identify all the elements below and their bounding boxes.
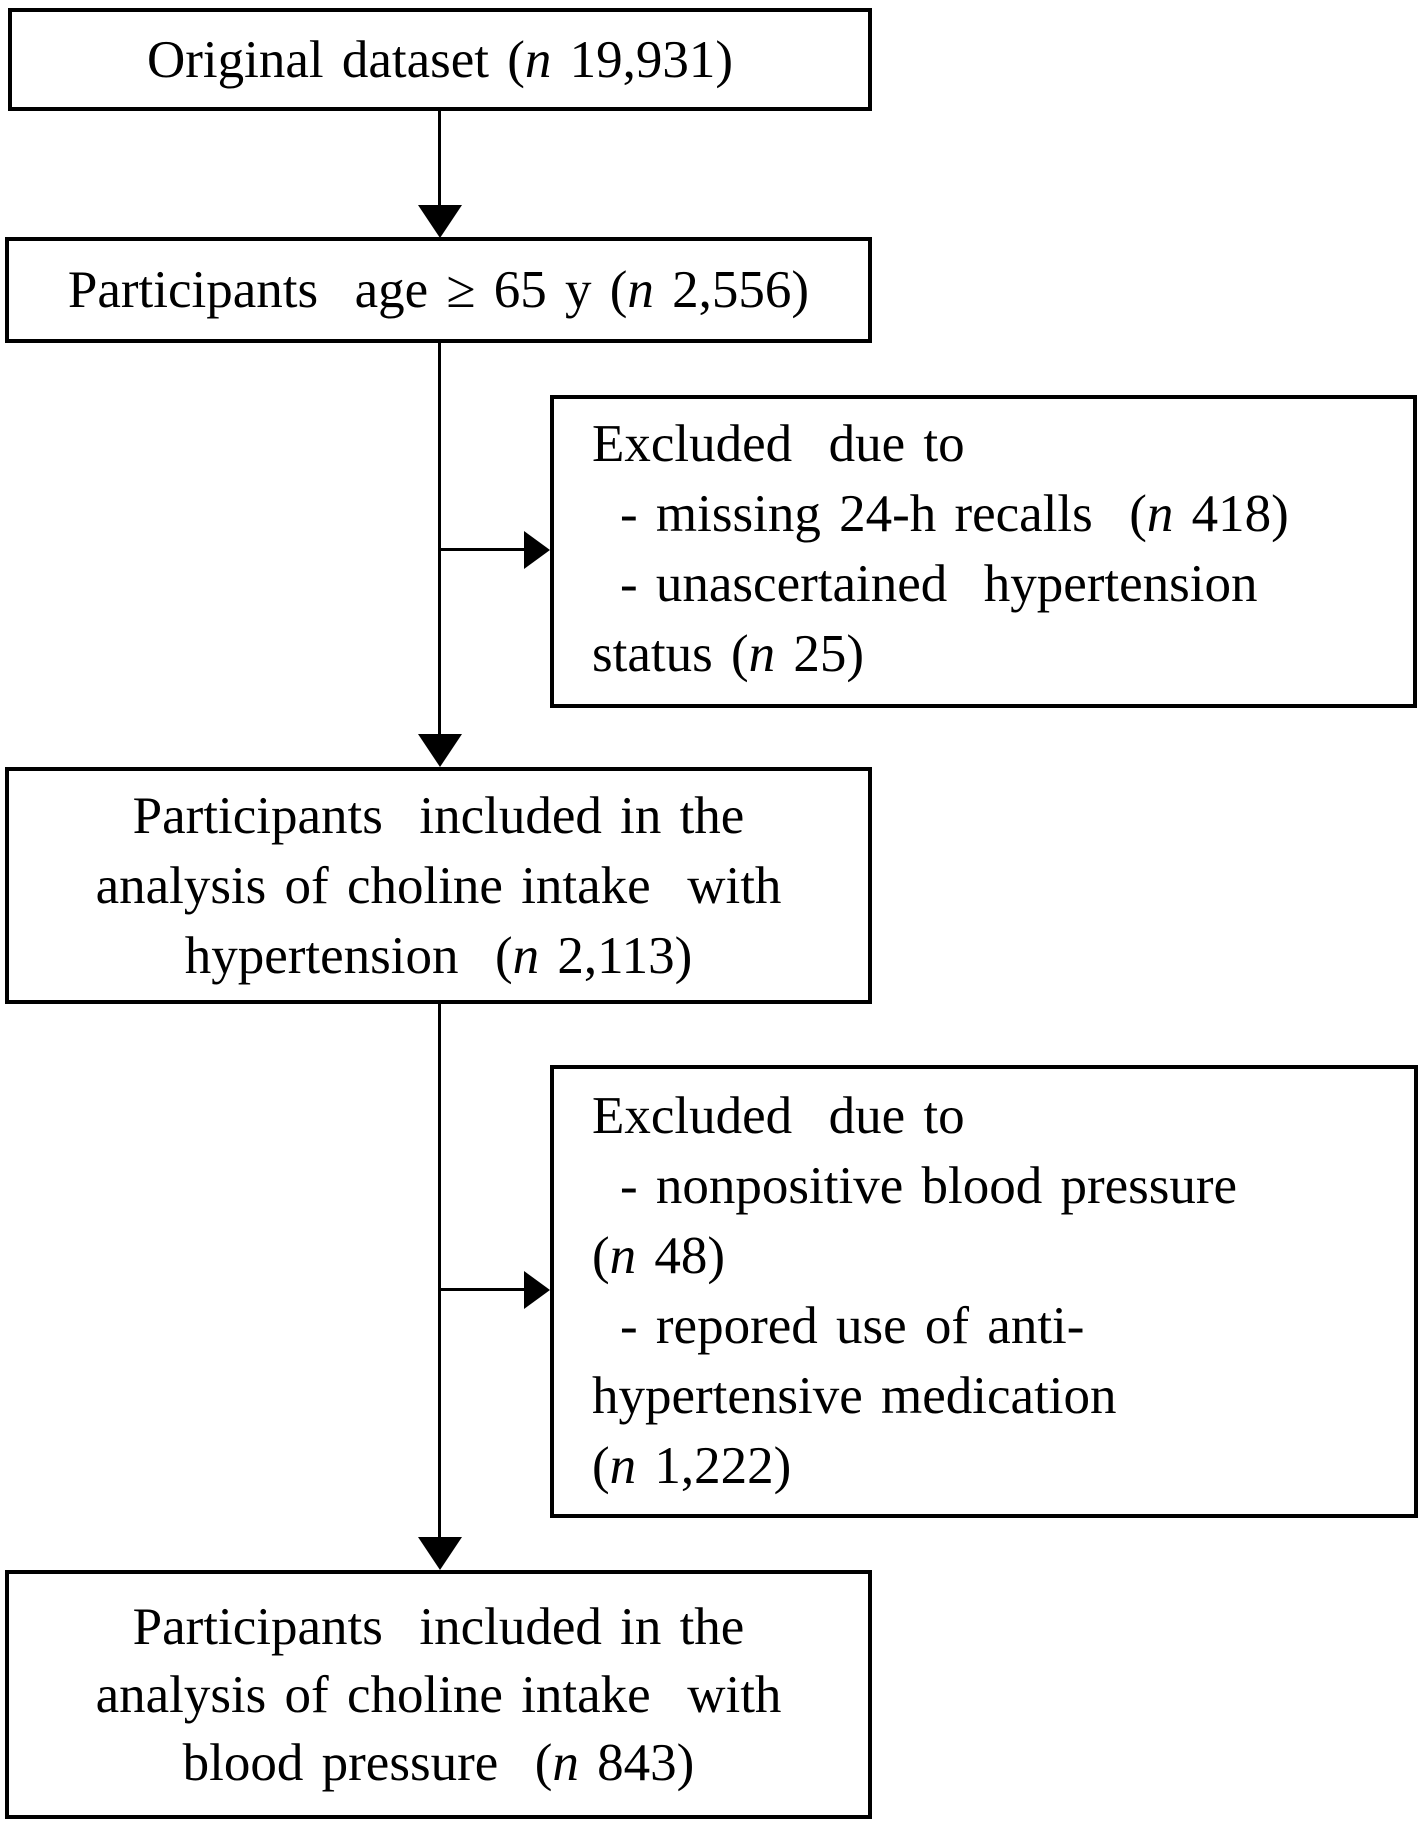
flow-box-blood-pressure-analysis: Participants included in the analysis of … <box>5 1570 872 1819</box>
exclusion-box-2: Excluded due to - nonpositive blood press… <box>550 1065 1418 1518</box>
arrow-down-2-line <box>438 342 441 735</box>
arrowhead-down-3-icon <box>418 1537 462 1570</box>
arrow-down-3-line <box>438 1003 441 1538</box>
arrowhead-right-2-icon <box>524 1271 550 1309</box>
text-line: Participants included in the <box>132 786 745 845</box>
text-line: hypertension (n 2,113) <box>184 926 693 985</box>
flow-box-original-dataset: Original dataset (n 19,931) <box>8 8 872 111</box>
branch-arrow-1-line <box>440 548 525 551</box>
flow-box-age-filter: Participants age ≥ 65 y (n 2,556) <box>5 237 872 343</box>
text-line: analysis of choline intake with <box>95 1665 782 1724</box>
text-line: - repored use of anti- <box>620 1297 1085 1355</box>
text-line: - missing 24-h recalls (n 418) <box>620 485 1289 543</box>
text-line: Original dataset (n 19,931) <box>146 30 734 89</box>
arrowhead-right-1-icon <box>524 531 550 569</box>
text-line: Excluded due to <box>592 1087 965 1145</box>
text-line: - unascertained hypertension <box>620 555 1258 613</box>
exclusion-box-1: Excluded due to - missing 24-h recalls (n… <box>550 395 1417 708</box>
text-line: Excluded due to <box>592 415 965 473</box>
text-line: Participants age ≥ 65 y (n 2,556) <box>67 261 810 319</box>
text-line: Participants included in the <box>132 1597 745 1656</box>
branch-arrow-2-line <box>440 1288 525 1291</box>
text-line: hypertensive medication <box>592 1367 1117 1425</box>
arrowhead-down-2-icon <box>418 734 462 767</box>
text-line: (n 48) <box>592 1227 726 1285</box>
text-line: status (n 25) <box>592 625 865 683</box>
text-line: blood pressure (n 843) <box>182 1733 695 1792</box>
text-line: (n 1,222) <box>592 1437 792 1495</box>
text-line: analysis of choline intake with <box>95 856 782 915</box>
text-line: - nonpositive blood pressure <box>620 1157 1238 1215</box>
flow-box-hypertension-analysis: Participants included in the analysis of … <box>5 767 872 1004</box>
arrowhead-down-1-icon <box>418 205 462 238</box>
arrow-down-1-line <box>438 110 441 206</box>
